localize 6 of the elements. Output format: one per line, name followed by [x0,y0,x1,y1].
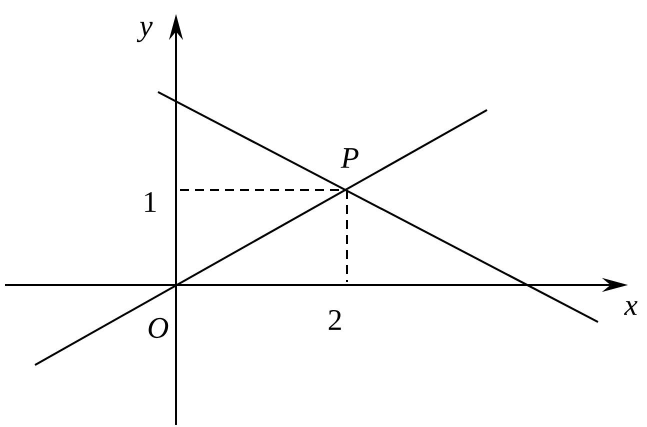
axis-label: x [624,301,638,315]
point-label: P [340,148,358,168]
point-label: O [148,318,168,338]
tick-label: 1 [145,192,156,212]
tick-label: 2 [328,310,341,330]
axis-label: y [136,22,153,42]
